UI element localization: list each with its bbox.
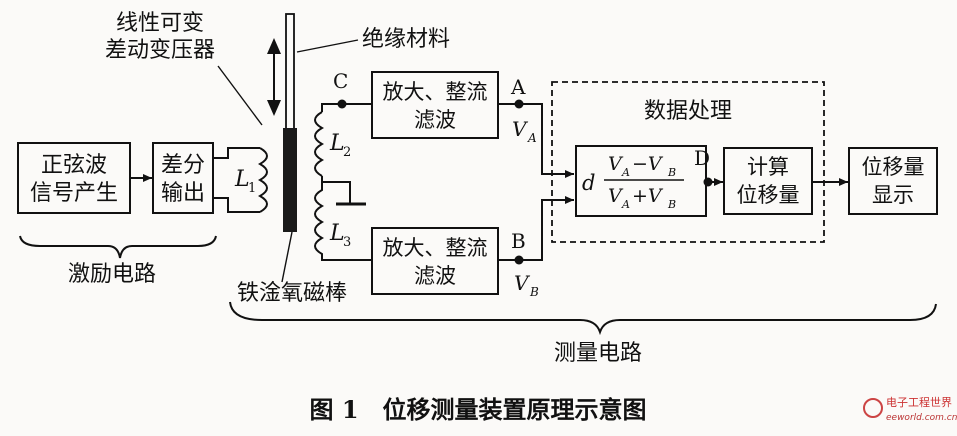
measurement-label: 测量电路	[554, 341, 642, 366]
disp-label-1: 位移量	[862, 155, 925, 179]
l3-sub: 3	[343, 235, 351, 250]
va-label: V	[512, 117, 529, 141]
node-d-label: D	[694, 146, 710, 170]
calculate-displacement-block: 计算 位移量	[723, 147, 813, 215]
ferrite-core	[283, 128, 297, 232]
vb-label: V	[514, 271, 531, 295]
l1-sub: 1	[248, 181, 256, 196]
logo-text: 电子工程世界	[886, 396, 952, 409]
display-block: 位移量 显示	[848, 147, 938, 215]
motion-arrow-down	[267, 100, 281, 116]
coil-l3	[314, 182, 372, 261]
d-label: d	[582, 171, 595, 195]
formula-num-v: V	[608, 153, 624, 175]
amplifier-a-block: 放大、整流 滤波	[371, 71, 499, 139]
node-a-label: A	[510, 75, 526, 99]
l2-sub: 2	[343, 145, 351, 160]
va-sub: A	[527, 131, 537, 145]
formula-den-sub1: A	[621, 198, 630, 211]
l3-label: L	[329, 221, 345, 246]
insulation-rod	[285, 13, 295, 135]
formula-num-mid: −V	[632, 153, 664, 175]
sine-label-1: 正弦波	[41, 153, 107, 178]
amp-b-label-2: 滤波	[414, 264, 456, 288]
node-b-label: B	[511, 229, 526, 253]
diff-label-2: 输出	[161, 181, 205, 206]
amplifier-b-block: 放大、整流 滤波	[371, 227, 499, 295]
data-processing-label: 数据处理	[644, 99, 732, 124]
formula-den-v: V	[608, 185, 624, 207]
coil-l2	[314, 111, 325, 177]
calc-label-1: 计算	[747, 155, 789, 179]
amp-b-label-1: 放大、整流	[383, 236, 488, 260]
motion-arrow-up	[267, 38, 281, 54]
insulation-label: 绝缘材料	[362, 27, 450, 52]
amp-a-label-2: 滤波	[414, 108, 456, 132]
formula-block: d V A −V B V A +V B	[575, 145, 707, 217]
l2-label: L	[329, 131, 345, 156]
formula-den-sub2: B	[667, 198, 676, 211]
logo-url: eeworld.com.cn	[886, 413, 957, 423]
lvdt-pointer	[217, 65, 263, 126]
excitation-brace	[19, 235, 217, 259]
formula-num-sub1: A	[621, 166, 630, 179]
ferrite-pointer	[281, 231, 293, 283]
wire-a-to-proc	[498, 103, 574, 178]
wire-c-to-l2	[321, 103, 342, 112]
measurement-brace	[229, 301, 937, 336]
lvdt-label-1: 线性可变	[116, 11, 204, 36]
l1-label: L	[234, 167, 250, 192]
amp-a-label-1: 放大、整流	[383, 80, 488, 104]
differential-output-block: 差分 输出	[152, 142, 214, 214]
wire-diff-bottom	[213, 197, 260, 213]
wire-b-to-proc	[498, 196, 574, 261]
calc-label-2: 位移量	[737, 183, 800, 207]
insulation-pointer	[296, 39, 359, 53]
disp-label-2: 显示	[872, 183, 914, 207]
ferrite-label: 铁淦氧磁棒	[237, 281, 347, 306]
formula-den-mid: +V	[632, 185, 664, 207]
figure-caption: 图 1 位移测量装置原理示意图	[309, 395, 646, 424]
excitation-label: 激励电路	[68, 262, 156, 287]
node-c-label: C	[333, 69, 348, 93]
coil-l1	[257, 147, 268, 213]
wire-diff-top	[213, 147, 260, 159]
formula-num-sub2: B	[667, 166, 676, 179]
diff-label-1: 差分	[161, 153, 205, 178]
sine-generator-block: 正弦波 信号产生	[17, 142, 131, 214]
logo-mark-icon	[863, 398, 883, 418]
vb-sub: B	[529, 285, 539, 299]
wire-center-tap	[321, 176, 351, 204]
sine-label-2: 信号产生	[30, 181, 118, 206]
data-processing-box	[551, 81, 825, 243]
lvdt-label-2: 差动变压器	[105, 38, 215, 63]
eeworld-logo: 电子工程世界 eeworld.com.cn	[863, 396, 957, 423]
